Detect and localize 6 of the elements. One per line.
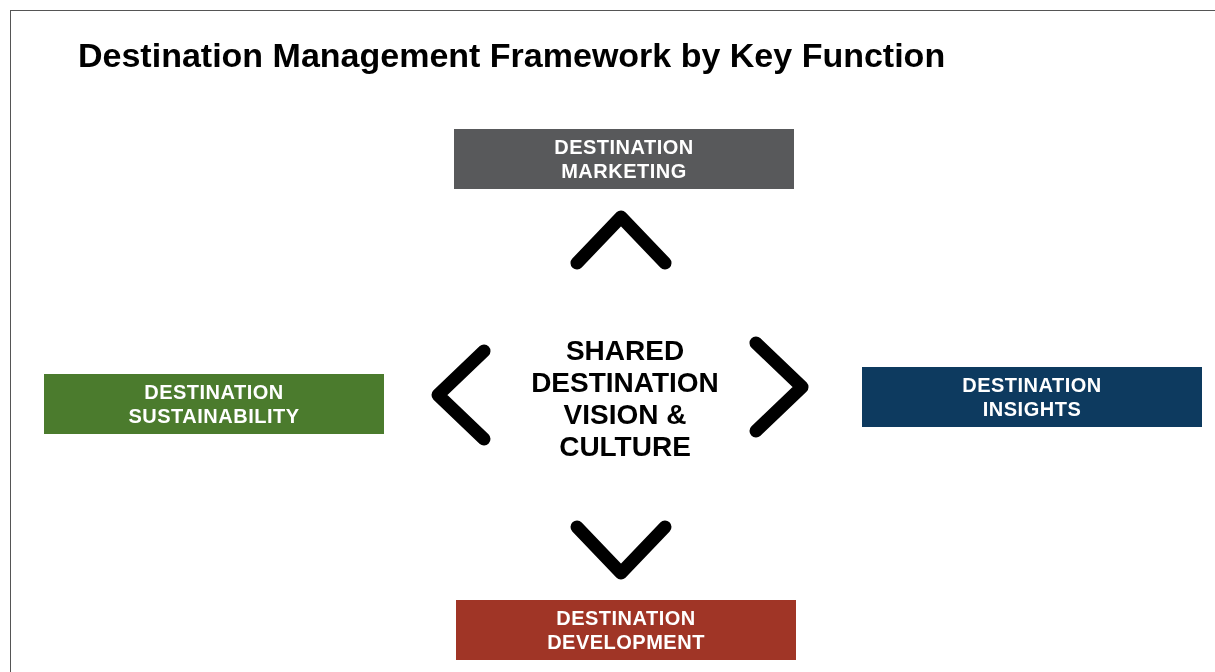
diagram-title: Destination Management Framework by Key Function (78, 35, 946, 76)
function-box: DESTINATION MARKETING (454, 129, 794, 189)
function-box: DESTINATION INSIGHTS (862, 367, 1202, 427)
center-label: SHARED DESTINATION VISION & CULTURE (500, 330, 750, 468)
function-box: DESTINATION DEVELOPMENT (456, 600, 796, 660)
function-box: DESTINATION SUSTAINABILITY (44, 374, 384, 434)
